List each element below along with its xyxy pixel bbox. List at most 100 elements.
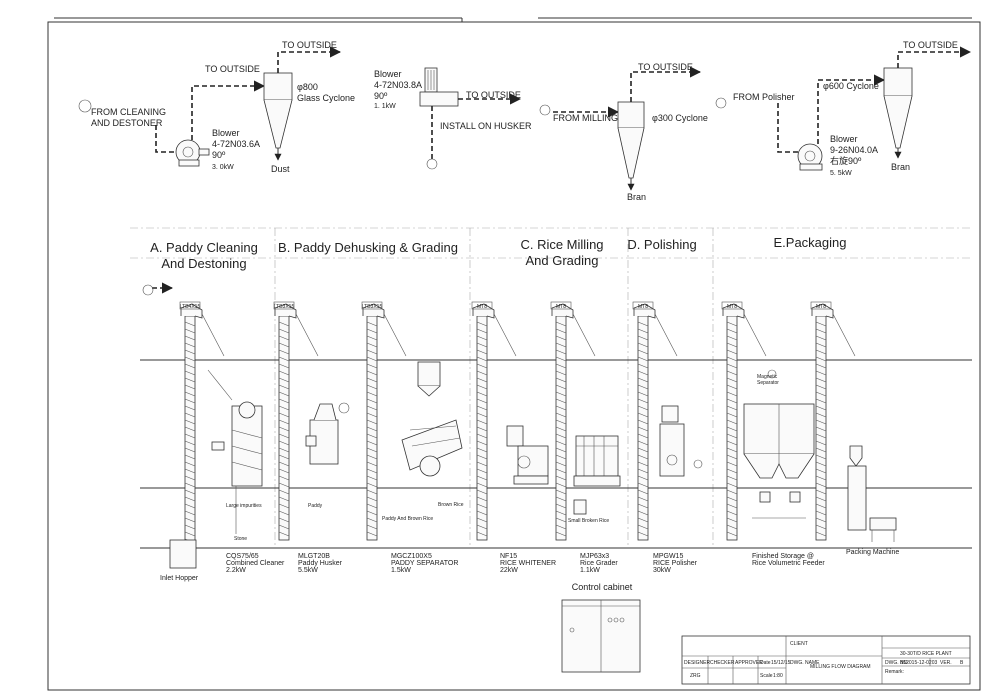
- s3-duct-outside: [630, 66, 702, 102]
- marker-circle-2: [426, 158, 438, 170]
- tb-ver: B: [960, 660, 964, 666]
- s4-blower-power: 5. 5kW: [830, 170, 852, 177]
- s4-from-label: FROM Polisher: [733, 92, 795, 102]
- combined-cleaner-icon: [207, 369, 263, 534]
- tb-scale-label: Scale: [760, 673, 773, 679]
- s4-blower-icon: [797, 143, 823, 171]
- tb-designer-value: ZRG: [690, 673, 701, 679]
- equipment-name: RICE WHITENER: [500, 560, 556, 567]
- equipment-model: CQS75/65: [226, 553, 259, 560]
- equipment-power: 30kW: [653, 567, 671, 574]
- s1-blower-power: 3. 0kW: [212, 164, 234, 171]
- bucket-elevator: MT8: [471, 301, 517, 541]
- s1-to-outside-1: TO OUTSIDE: [205, 64, 260, 74]
- s4-duct-outside: [897, 46, 972, 68]
- s4-duct-to-cyclone: [817, 74, 886, 144]
- equipment-name: Rice Grader: [580, 560, 618, 567]
- equipment-model: NF15: [500, 553, 517, 560]
- elevator-tag: MT8: [727, 304, 737, 310]
- equipment-model: MPGW15: [653, 553, 683, 560]
- s1-to-outside-2: TO OUTSIDE: [282, 40, 337, 50]
- s2-install: INSTALL ON HUSKER: [440, 121, 532, 131]
- paddy-label: Paddy: [308, 503, 323, 509]
- paddy-brown-rice-label: Paddy And Brown Rice: [382, 516, 433, 522]
- s4-blower-label: Blower: [830, 134, 858, 144]
- control-cabinet-icon: [561, 599, 641, 673]
- marker-circle-3: [539, 104, 551, 116]
- s1-cyclone-size: φ800: [297, 82, 318, 92]
- bucket-elevator: LTB4X15: [179, 301, 225, 567]
- paddy-separator-icon: [401, 361, 463, 477]
- elevator-tag: MT8: [556, 304, 566, 310]
- bucket-elevators: LTB4X15 LTB3X15 LTB3X15 MT8 MT8 MT8 MT8 MT8: [179, 301, 856, 567]
- s1-from-label: FROM CLEANING: [91, 107, 166, 117]
- separator-label: Separator: [757, 380, 779, 386]
- section-c-title-2: And Grading: [526, 253, 599, 268]
- bucket-elevator: LTB3X15: [361, 301, 407, 541]
- s2-blower-power: 1. 1kW: [374, 103, 396, 110]
- small-broken-rice-label: Small Broken Rice: [568, 518, 609, 524]
- equipment-power: 2.2kW: [226, 567, 246, 574]
- section-c-title: C. Rice Milling: [520, 237, 603, 252]
- elevator-tag: MT8: [816, 304, 826, 310]
- tb-date: 15/12/15: [771, 660, 791, 666]
- s2-to-outside: TO OUTSIDE: [466, 90, 521, 100]
- s3-cyclone: φ300 Cyclone: [652, 113, 708, 123]
- s2-blower-label: Blower: [374, 69, 402, 79]
- elevator-tag: LTB3X15: [274, 304, 295, 310]
- tb-remark: Remark:: [885, 669, 904, 675]
- section-a-title: A. Paddy Cleaning: [150, 240, 258, 255]
- dust-system-polisher: FROM Polisher φ600 Cyclone Blower 9-26N0…: [715, 40, 972, 177]
- s1-blower-icon: [175, 139, 210, 167]
- bucket-elevator: MT8: [810, 301, 856, 541]
- paddy-husker-icon: [305, 402, 350, 465]
- s1-from-label-2: AND DESTONER: [91, 118, 163, 128]
- s4-cyclone: φ600 Cyclone: [823, 81, 879, 91]
- tb-dwg-no: B52015-12-0203: [900, 660, 937, 666]
- elevator-tag: MT8: [638, 304, 648, 310]
- drawing-frame: [47, 21, 981, 691]
- finished-storage-icon: [743, 369, 815, 519]
- bucket-elevator: MT8: [632, 301, 678, 541]
- tb-ver-label: VER.: [940, 660, 952, 666]
- section-b-title: B. Paddy Dehusking & Grading: [278, 240, 458, 255]
- tb-client: CLIENT: [790, 641, 808, 647]
- tb-date-label: Date: [760, 660, 771, 666]
- brown-rice-label: Brown Rice: [438, 502, 464, 508]
- s1-cyclone-name: Glass Cyclone: [297, 93, 355, 103]
- tb-dwg-no-label: DWG. NO.: [885, 660, 909, 666]
- s1-duct-to-cyclone: [191, 80, 266, 140]
- magnetic-label: Magnetic: [757, 374, 778, 380]
- control-cabinet-label: Control cabinet: [572, 582, 633, 592]
- rice-whitener-icon: [506, 425, 549, 485]
- equipment-power: 5.5kW: [298, 567, 318, 574]
- tb-designer: DESIGNER: [684, 660, 711, 666]
- s4-outlet: Bran: [891, 162, 910, 172]
- bucket-elevator: MT8: [550, 301, 596, 541]
- equipment-name: RICE Polisher: [653, 560, 698, 567]
- equipment-name: PADDY SEPARATOR: [391, 560, 458, 567]
- s1-outlet: Dust: [271, 164, 290, 174]
- equipment-model: MLGT20B: [298, 553, 330, 560]
- s3-outlet: Bran: [627, 192, 646, 202]
- s4-cyclone-icon: [883, 67, 913, 159]
- s2-blower-model: 4-72N03.8A: [374, 80, 422, 90]
- equipment-name: Combined Cleaner: [226, 560, 285, 567]
- s1-blower-angle: 90º: [212, 150, 226, 160]
- equipment-power: 22kW: [500, 567, 518, 574]
- s4-duct-in: [777, 103, 800, 153]
- title-block: [681, 635, 971, 685]
- s1-glass-cyclone-icon: [263, 72, 293, 161]
- equipment-model: MJP63x3: [580, 553, 609, 560]
- s1-blower-model: 4-72N03.6A: [212, 139, 260, 149]
- elevator-tag: LTB3X15: [362, 304, 383, 310]
- section-d-title: D. Polishing: [627, 237, 696, 252]
- equipment-power: 1.5kW: [391, 567, 411, 574]
- bucket-elevator: LTB3X15: [273, 301, 319, 541]
- s3-cyclone-icon: [617, 101, 645, 191]
- s1-duct-outside: [277, 46, 342, 73]
- dust-system-milling: FROM MILLING TO OUTSIDE φ300 Cyclone Bra…: [539, 62, 708, 202]
- equipment-model: Finished Storage @: [752, 553, 814, 560]
